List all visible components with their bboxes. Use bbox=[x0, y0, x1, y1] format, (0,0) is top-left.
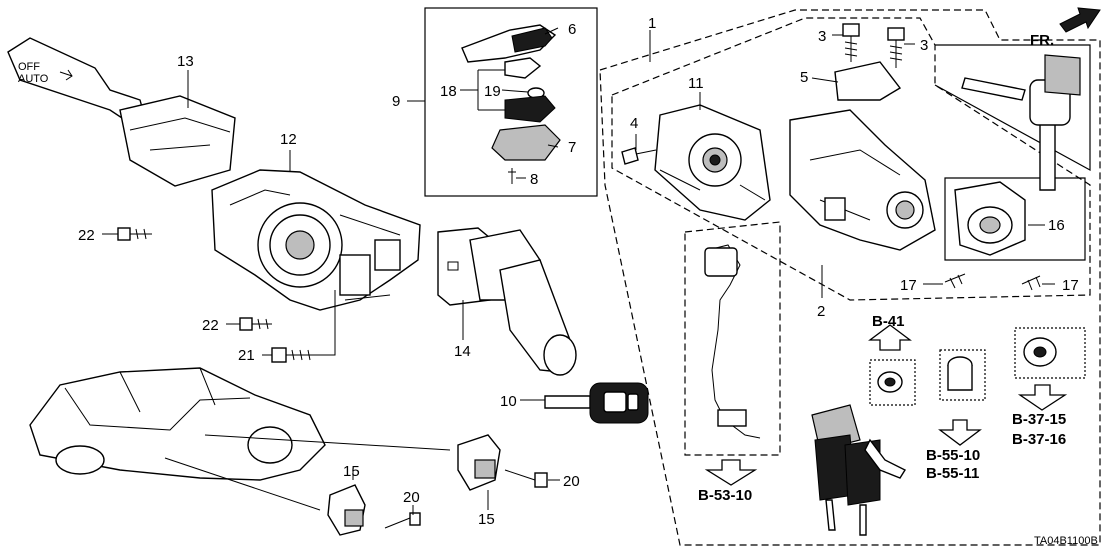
immobilizer-unit bbox=[954, 181, 1026, 256]
reference-b-55-11: B-55-11 bbox=[926, 465, 979, 482]
part-number-20b: 20 bbox=[403, 489, 420, 506]
part-number-2: 2 bbox=[817, 303, 825, 320]
reference-b-55-10: B-55-10 bbox=[926, 447, 980, 464]
part-number-17a: 17 bbox=[900, 277, 917, 294]
screws-17 bbox=[944, 273, 1041, 291]
part-number-labels: 1 2 3 3 4 5 6 7 8 9 10 11 12 13 14 15 15… bbox=[78, 15, 1079, 528]
part-number-19: 19 bbox=[484, 83, 501, 100]
cylinder-trunk bbox=[938, 349, 986, 446]
part-number-21: 21 bbox=[238, 347, 255, 364]
part-number-22b: 22 bbox=[202, 317, 219, 334]
part-number-12: 12 bbox=[280, 131, 297, 148]
cylinder-door bbox=[868, 324, 916, 406]
part-number-5: 5 bbox=[800, 69, 808, 86]
harness-box bbox=[684, 221, 781, 486]
key-fob-box bbox=[424, 7, 598, 197]
screw-22-upper bbox=[117, 227, 152, 241]
assembly-outline bbox=[599, 9, 1101, 546]
part-number-10: 10 bbox=[500, 393, 517, 410]
shear-bolts bbox=[842, 23, 905, 68]
part-number-13: 13 bbox=[177, 53, 194, 70]
transponder-key bbox=[544, 382, 649, 424]
part-number-15b: 15 bbox=[343, 463, 360, 480]
reference-codes: B-41 B-53-10 B-55-10 B-55-11 B-37-15 B-3… bbox=[698, 313, 1066, 504]
part-number-14: 14 bbox=[454, 343, 471, 360]
reference-b-41: B-41 bbox=[872, 313, 905, 330]
part-number-15a: 15 bbox=[478, 511, 495, 528]
direction-label: FR. bbox=[1030, 32, 1054, 49]
part-number-9: 9 bbox=[392, 93, 400, 110]
reference-b-37-16: B-37-16 bbox=[1012, 431, 1066, 448]
door-switch-15-left bbox=[327, 484, 366, 536]
switch-marking-auto: AUTO bbox=[18, 73, 49, 85]
bolt-20-right bbox=[504, 469, 548, 488]
cable-reel-housing bbox=[211, 169, 421, 311]
part-number-4: 4 bbox=[630, 115, 638, 132]
front-direction-arrow: FR. bbox=[1030, 7, 1101, 49]
reference-b-37-15: B-37-15 bbox=[1012, 411, 1066, 428]
ignition-switch bbox=[654, 104, 771, 221]
part-number-20a: 20 bbox=[563, 473, 580, 490]
vehicle-silhouette bbox=[29, 367, 451, 511]
steering-lock-body bbox=[789, 61, 936, 251]
wiper-switch bbox=[437, 227, 577, 376]
part-number-3a: 3 bbox=[818, 28, 826, 45]
switch-marking-off: OFF bbox=[18, 61, 40, 73]
part-number-11: 11 bbox=[688, 75, 704, 92]
cylinder-tailgate bbox=[1014, 327, 1086, 411]
part-number-17b: 17 bbox=[1062, 277, 1079, 294]
part-number-1: 1 bbox=[648, 15, 656, 32]
screw-22-lower bbox=[239, 317, 272, 331]
drawing-code: TA04B1100B bbox=[1034, 535, 1098, 547]
leader-lines bbox=[102, 27, 1055, 515]
combination-switch-light-lever: OFF AUTO bbox=[7, 37, 236, 187]
part-number-18: 18 bbox=[440, 83, 457, 100]
part-number-6: 6 bbox=[568, 21, 576, 38]
part-number-3b: 3 bbox=[920, 37, 928, 54]
part-number-7: 7 bbox=[568, 139, 576, 156]
part-number-16: 16 bbox=[1048, 217, 1065, 234]
screw-4 bbox=[621, 147, 657, 165]
key-set-bottom bbox=[811, 404, 907, 536]
part-number-8: 8 bbox=[530, 171, 538, 188]
bolt-20-left bbox=[384, 512, 421, 529]
reference-b-53-10: B-53-10 bbox=[698, 487, 752, 504]
key-set-top bbox=[961, 54, 1081, 191]
bolt-21 bbox=[271, 347, 315, 363]
door-switch-15-right bbox=[457, 434, 501, 491]
key-fob-parts bbox=[461, 24, 561, 184]
part-number-22a: 22 bbox=[78, 227, 95, 244]
